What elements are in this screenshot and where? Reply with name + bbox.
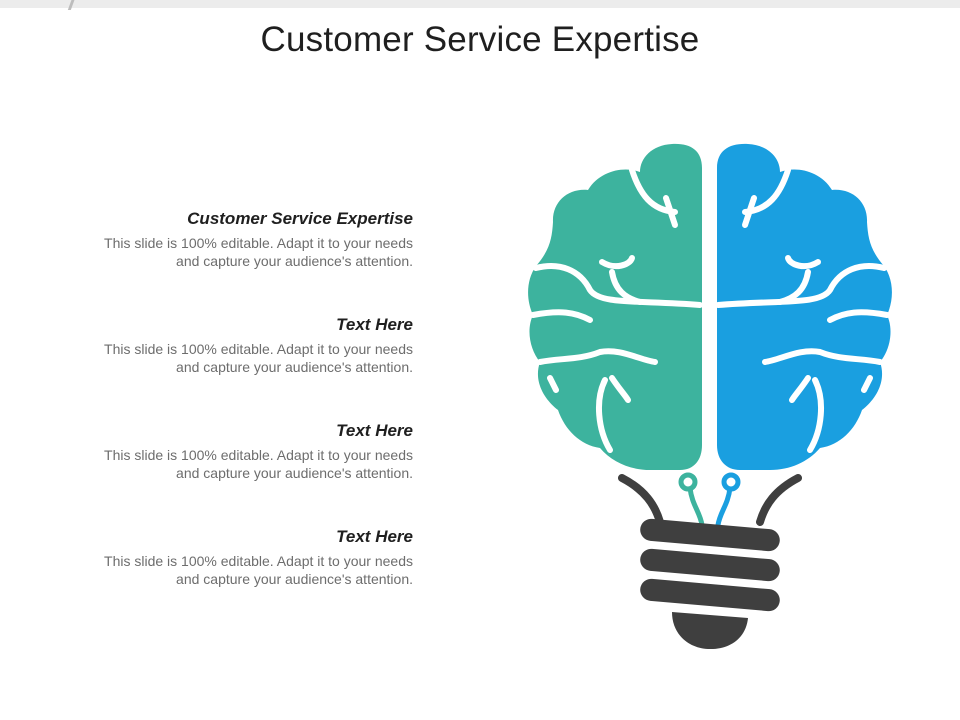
decorative-slash <box>67 0 76 10</box>
description-line: and capture your audience's attention. <box>176 571 413 587</box>
text-block-heading: Text Here <box>336 527 413 546</box>
text-block-description: This slide is 100% editable. Adapt it to… <box>60 340 413 376</box>
top-band <box>0 0 960 10</box>
description-line: This slide is 100% editable. Adapt it to… <box>104 341 413 357</box>
text-block-3: Text Here This slide is 100% editable. A… <box>60 420 413 482</box>
right-hemisphere <box>717 143 892 470</box>
description-line: and capture your audience's attention. <box>176 253 413 269</box>
bulb-base <box>640 518 780 650</box>
brain-bulb-icon <box>528 143 892 650</box>
text-block-description: This slide is 100% editable. Adapt it to… <box>60 446 413 482</box>
brain-folds <box>530 167 890 453</box>
text-block-4: Text Here This slide is 100% editable. A… <box>60 526 413 588</box>
text-block-2: Text Here This slide is 100% editable. A… <box>60 314 413 376</box>
text-block-description: This slide is 100% editable. Adapt it to… <box>60 552 413 588</box>
bulb-filament <box>678 472 741 528</box>
description-line: This slide is 100% editable. Adapt it to… <box>104 235 413 251</box>
description-line: This slide is 100% editable. Adapt it to… <box>104 447 413 463</box>
slide-title: Customer Service Expertise <box>260 20 700 59</box>
left-hemisphere <box>528 143 702 470</box>
text-block-heading: Text Here <box>336 315 413 334</box>
text-block-heading: Customer Service Expertise <box>187 209 413 228</box>
text-block-1: Customer Service Expertise This slide is… <box>60 208 413 270</box>
description-line: and capture your audience's attention. <box>176 465 413 481</box>
description-line: This slide is 100% editable. Adapt it to… <box>104 553 413 569</box>
bulb-neck <box>618 474 802 526</box>
text-block-heading: Text Here <box>336 421 413 440</box>
description-line: and capture your audience's attention. <box>176 359 413 375</box>
text-block-description: This slide is 100% editable. Adapt it to… <box>60 234 413 270</box>
